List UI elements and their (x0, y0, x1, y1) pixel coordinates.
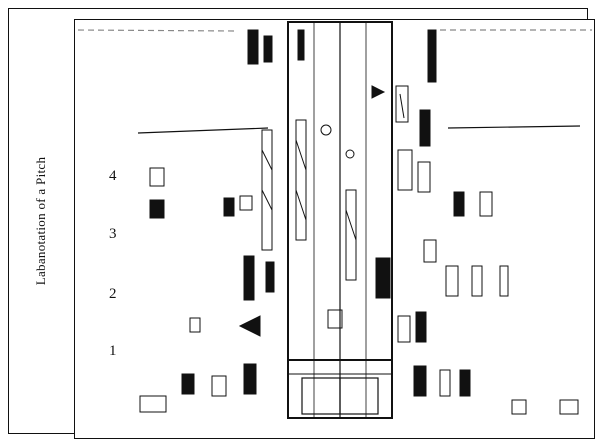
direction-symbol (445, 265, 459, 297)
hold-symbol (345, 149, 355, 159)
direction-symbol (395, 85, 409, 123)
motion-sign (345, 189, 357, 281)
direction-symbol (397, 315, 411, 343)
direction-symbol (265, 261, 275, 293)
level-number-4: 4 (109, 168, 117, 184)
pin-symbol (149, 199, 165, 219)
turn-symbol (238, 315, 261, 337)
pin-symbol (423, 239, 437, 263)
direction-symbol (223, 197, 235, 217)
pin-symbol (189, 317, 201, 333)
direction-symbol (243, 255, 255, 301)
top-line-left (77, 29, 236, 32)
direction-symbol (247, 29, 259, 65)
pin-symbol (149, 167, 165, 187)
stage-line-right (447, 125, 581, 129)
stage-line-left (137, 127, 269, 134)
level-number-3: 3 (109, 226, 117, 242)
direction-symbol (419, 109, 431, 147)
direction-symbol (479, 191, 493, 217)
direction-symbol (459, 369, 471, 397)
direction-symbol (297, 29, 305, 61)
position-symbol (327, 309, 343, 329)
direction-symbol (211, 375, 227, 397)
direction-symbol (417, 161, 431, 193)
pin-symbol (511, 399, 527, 415)
direction-symbol (415, 311, 427, 343)
start-symbol (559, 399, 579, 415)
direction-symbol (413, 365, 427, 397)
level-number-1: 1 (109, 343, 117, 359)
hold-symbol (320, 124, 332, 136)
start-symbol (139, 395, 167, 413)
direction-symbol (453, 191, 465, 217)
direction-symbol (439, 369, 451, 397)
direction-symbol (499, 265, 509, 297)
direction-symbol (181, 373, 195, 395)
score-frame (74, 19, 595, 439)
direction-symbol (263, 35, 273, 63)
motion-sign (295, 119, 307, 241)
support-column (261, 129, 273, 251)
direction-symbol (243, 363, 257, 395)
direction-symbol (471, 265, 483, 297)
level-number-2: 2 (109, 286, 117, 302)
direction-symbol (375, 257, 391, 299)
direction-symbol (427, 29, 437, 83)
turn-symbol (371, 85, 386, 99)
direction-symbol (239, 195, 253, 211)
direction-symbol (397, 149, 413, 191)
